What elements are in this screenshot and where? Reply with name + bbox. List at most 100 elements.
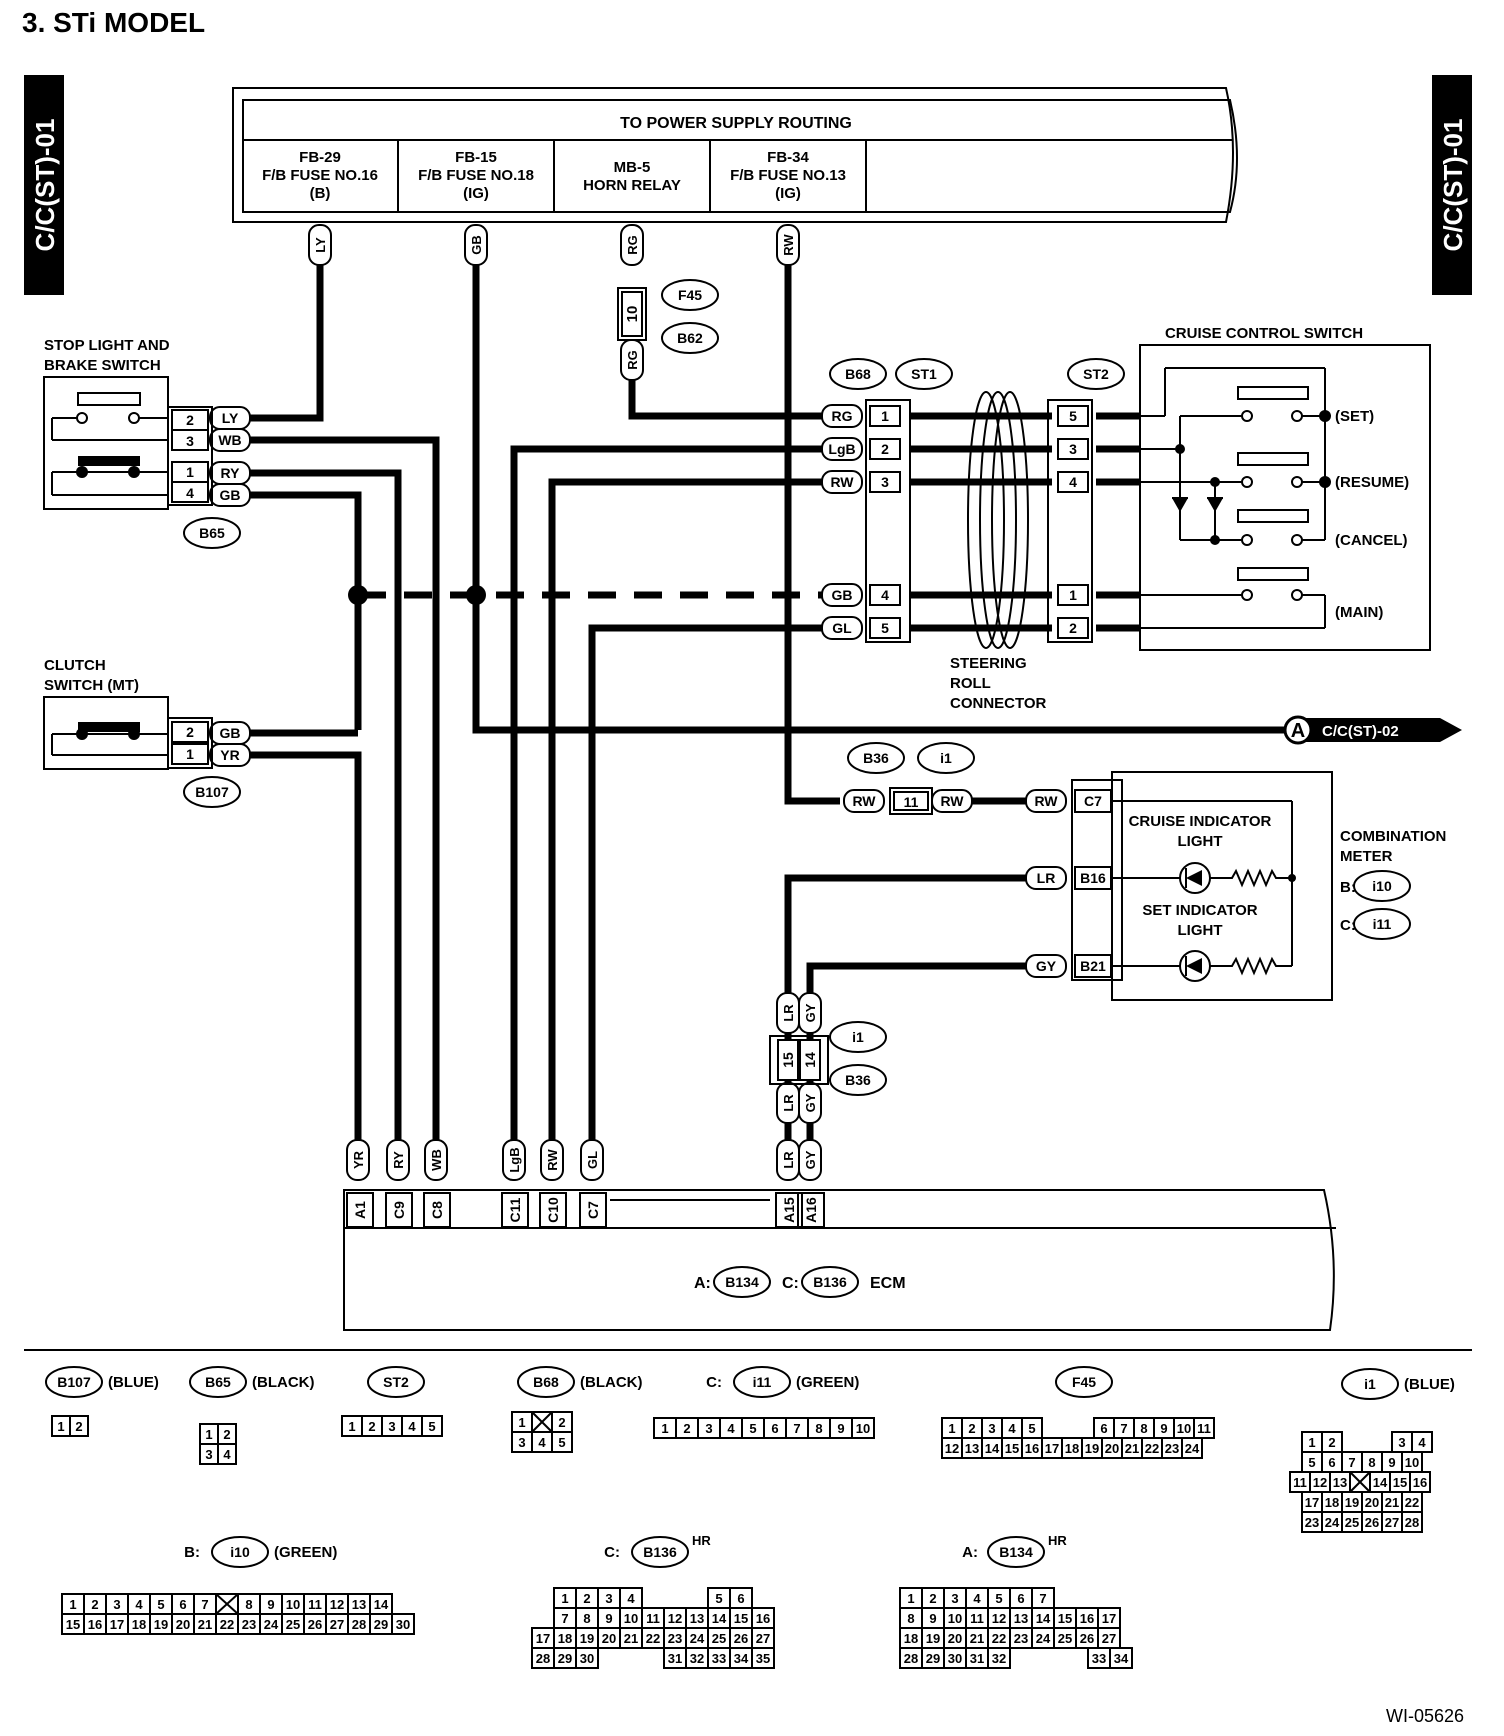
set-indicator-label-1: SET INDICATOR xyxy=(1142,902,1257,919)
clutch-label-1: CLUTCH xyxy=(44,657,106,674)
pin-number: 15 xyxy=(734,1611,748,1626)
pin-number: 11 xyxy=(308,1597,322,1612)
splice-dot xyxy=(348,585,368,605)
wire-color-label: RW xyxy=(540,1139,564,1181)
wire-color-label: RW xyxy=(821,470,863,494)
wire-color-text: YR xyxy=(220,747,239,763)
pin-number: 18 xyxy=(558,1631,572,1646)
pin-number: 28 xyxy=(904,1651,918,1666)
side-tab-left: C/C(ST)-01 xyxy=(24,75,64,295)
pin-number: 1 xyxy=(948,1421,955,1436)
pin-number: 3 xyxy=(1398,1435,1405,1450)
pin-number: 9 xyxy=(1160,1421,1167,1436)
wire-color-label: RW xyxy=(843,789,885,813)
b68-id-label: B68 xyxy=(845,366,871,382)
wires xyxy=(250,265,1290,1150)
pin-number: 9 xyxy=(929,1611,936,1626)
pin-number: 17 xyxy=(110,1617,124,1632)
pin-number: 4 xyxy=(135,1597,143,1612)
pin-number: 4 xyxy=(627,1591,635,1606)
wire-color-text: LR xyxy=(781,1094,796,1112)
wire-color-text: GY xyxy=(803,1003,818,1022)
pin-10: 10 xyxy=(624,306,641,323)
pin-number: 1 xyxy=(1308,1435,1315,1450)
pin-11: 11 xyxy=(904,794,919,810)
pin-number: 6 xyxy=(179,1597,186,1612)
pin-number: 1 xyxy=(561,1591,568,1606)
ps-cell-3-l1: MB-5 xyxy=(614,159,651,176)
pin-number: 1 xyxy=(348,1419,355,1434)
pin-number: 7 xyxy=(1348,1455,1355,1470)
pin-number: 18 xyxy=(1325,1495,1339,1510)
pin-number: 2 xyxy=(583,1591,590,1606)
pin-number: 22 xyxy=(1145,1441,1159,1456)
st1-pin: 4 xyxy=(881,587,889,603)
pin-number: 5 xyxy=(558,1435,565,1450)
pin-number: 7 xyxy=(1039,1591,1046,1606)
pin-number: 12 xyxy=(992,1611,1006,1626)
cruise-indicator-label-1: CRUISE INDICATOR xyxy=(1129,813,1272,830)
pin-number: 26 xyxy=(734,1631,748,1646)
b36-id-label: B36 xyxy=(863,750,889,766)
connector-id: i10 xyxy=(230,1544,250,1560)
st2-pin: 2 xyxy=(1069,620,1077,636)
pin-number: 14 xyxy=(374,1597,389,1612)
connector-prefix: C: xyxy=(604,1544,620,1561)
pin-number: 13 xyxy=(1333,1475,1347,1490)
pin-number: 19 xyxy=(580,1631,594,1646)
main-label: (MAIN) xyxy=(1335,604,1383,621)
pin-number: 14 xyxy=(1036,1611,1051,1626)
pin-number: 16 xyxy=(1413,1475,1427,1490)
ecm-label: ECM xyxy=(870,1275,906,1292)
st2-pin: 5 xyxy=(1069,408,1077,424)
wire-color-text: LR xyxy=(781,1004,796,1022)
connector-prefix: A: xyxy=(962,1544,978,1561)
pin-number: 2 xyxy=(968,1421,975,1436)
pin-number: 34 xyxy=(1114,1651,1129,1666)
stop-light-label-2: BRAKE SWITCH xyxy=(44,357,161,374)
pin-number: 12 xyxy=(945,1441,959,1456)
ps-cell-2-l1: FB-15 xyxy=(455,149,497,166)
b62-id-label: B62 xyxy=(677,330,703,346)
pin-number: 9 xyxy=(837,1421,844,1436)
pin-number: 16 xyxy=(756,1611,770,1626)
connector-id: B136 xyxy=(643,1544,677,1560)
pin-number: 2 xyxy=(929,1591,936,1606)
connector-sup: HR xyxy=(1048,1533,1067,1548)
pin-number: 19 xyxy=(1085,1441,1099,1456)
pin-number: 6 xyxy=(771,1421,778,1436)
pin-number: 6 xyxy=(737,1591,744,1606)
wire-color-text: RY xyxy=(221,465,241,481)
pin-number: 8 xyxy=(245,1597,252,1612)
pin-number: 10 xyxy=(948,1611,962,1626)
pin-number: 12 xyxy=(668,1611,682,1626)
connector-id: F45 xyxy=(1072,1374,1096,1390)
connector-color: (BLUE) xyxy=(108,1374,159,1391)
pin-number: 19 xyxy=(926,1631,940,1646)
b107-pin: 2 xyxy=(186,724,194,740)
pin-number: 25 xyxy=(286,1617,300,1632)
pin-number: 33 xyxy=(712,1651,726,1666)
ecm-pin: A15 xyxy=(781,1197,797,1223)
pin-number: 24 xyxy=(1185,1441,1200,1456)
arrow-a-reference: A C/C(ST)-02 xyxy=(1283,715,1462,745)
pin-number: 17 xyxy=(1102,1611,1116,1626)
pin-number: 14 xyxy=(985,1441,1000,1456)
pin-number: 21 xyxy=(198,1617,212,1632)
wire-color-label: RY xyxy=(209,461,251,485)
wire-color-text: GB xyxy=(220,725,241,741)
pin-number: 22 xyxy=(646,1631,660,1646)
pin-number: 22 xyxy=(1405,1495,1419,1510)
st2-pin: 3 xyxy=(1069,441,1077,457)
pin-number: 14 xyxy=(1373,1475,1388,1490)
resume-label: (RESUME) xyxy=(1335,474,1409,491)
wire-color-text: RW xyxy=(940,793,964,809)
ecm-pin: C11 xyxy=(507,1197,523,1222)
f45-id: F45 xyxy=(661,279,719,311)
wire-color-label: GY xyxy=(798,992,822,1034)
pin-number: 25 xyxy=(712,1631,726,1646)
